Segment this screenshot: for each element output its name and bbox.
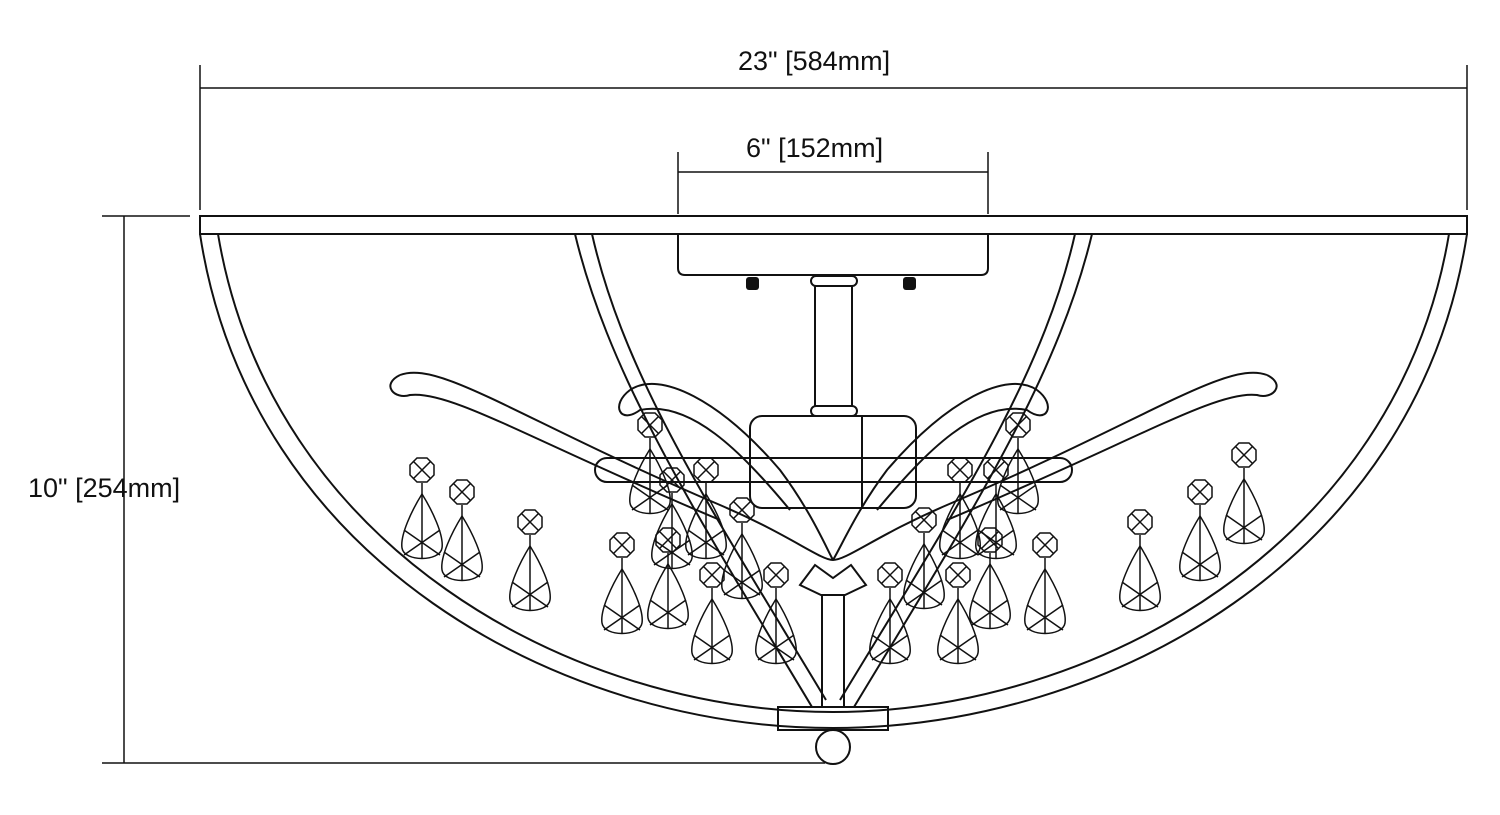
- screw-left: [746, 277, 759, 290]
- dimension-lines: [102, 65, 1468, 764]
- canopy: [677, 234, 989, 290]
- crystal: [755, 562, 797, 665]
- crystal: [1119, 509, 1161, 612]
- crystal: [937, 562, 979, 665]
- crystal: [1223, 442, 1265, 545]
- screw-right: [903, 277, 916, 290]
- crystal-pendants: [401, 412, 1265, 665]
- crystal: [509, 509, 551, 612]
- crystal: [1024, 532, 1066, 635]
- crystal: [629, 412, 671, 515]
- crystal: [441, 479, 483, 582]
- crystal: [969, 527, 1011, 630]
- canopy-width-label: 6" [152mm]: [746, 133, 884, 163]
- crystal: [939, 457, 981, 560]
- crystal: [975, 457, 1017, 560]
- body: [594, 415, 1073, 707]
- struts: [574, 233, 1093, 708]
- overall-width-label: 23" [584mm]: [738, 46, 891, 76]
- crystal: [903, 507, 945, 610]
- crystal: [869, 562, 911, 665]
- crystal: [601, 532, 643, 635]
- crystal: [997, 412, 1039, 515]
- bowl-frame: [199, 233, 1468, 730]
- crystal: [401, 457, 443, 560]
- overall-height-label: 10" [254mm]: [28, 473, 181, 503]
- top-ring: [199, 215, 1468, 235]
- crystal: [647, 527, 689, 630]
- crystal: [721, 497, 763, 600]
- crystal: [691, 562, 733, 665]
- scroll-arms: [389, 371, 1278, 561]
- stem: [810, 275, 858, 417]
- crystal: [1179, 479, 1221, 582]
- bottom-finial: [777, 706, 889, 765]
- crystal: [685, 457, 727, 560]
